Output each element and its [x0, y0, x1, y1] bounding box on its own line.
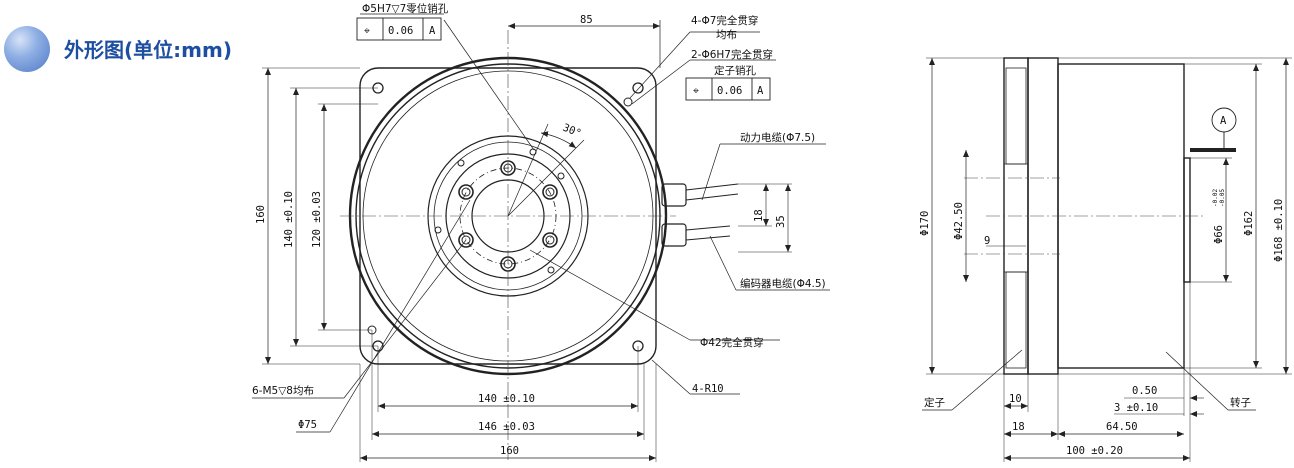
dim-9: 9	[984, 235, 990, 247]
dim-100: 100 ±0.20	[1066, 445, 1123, 457]
svg-text:146 ±0.03: 146 ±0.03	[478, 421, 535, 433]
dim-050: 0.50	[1132, 385, 1157, 397]
holes-4-callout-b: 均布	[716, 29, 737, 41]
svg-text:0.06: 0.06	[388, 25, 413, 37]
dim-18-side: 18	[1012, 421, 1025, 433]
svg-text:160: 160	[500, 445, 519, 457]
datum-a-label: A	[1220, 115, 1227, 127]
dim-phi162: Φ162	[1243, 211, 1255, 236]
dim-phi66: Φ66	[1213, 225, 1225, 244]
angle-label: 30°	[561, 122, 583, 140]
front-view: 30° Φ5H7▽7零位销孔 ⌖ 0.06 A 85 4-Φ7完全贯穿 均布	[252, 2, 830, 462]
dim-phi66-tol-top: -0.02	[1212, 189, 1219, 207]
pin-hole-callout: Φ5H7▽7零位销孔	[362, 2, 449, 15]
stator-pin-callout-b: 定子销孔	[714, 64, 756, 77]
svg-text:⌖: ⌖	[364, 25, 370, 37]
dim-85: 85	[580, 14, 593, 26]
svg-text:0.06: 0.06	[717, 85, 742, 97]
svg-text:A: A	[757, 85, 764, 97]
rotor-label: 转子	[1230, 396, 1251, 409]
tol-frame-right: ⌖ 0.06 A	[685, 77, 771, 101]
dim-phi168: Φ168 ±0.10	[1273, 199, 1285, 262]
power-cable-callout: 动力电缆(Φ7.5)	[740, 131, 815, 144]
holes-4-callout: 4-Φ7完全贯穿	[691, 14, 758, 27]
section-header: 外形图(单位:mm)	[0, 20, 300, 76]
svg-text:⌖: ⌖	[693, 85, 699, 97]
front-horizontal-dims: 140 ±0.10 146 ±0.03 160	[359, 330, 657, 462]
dim-3: 3 ±0.10	[1114, 402, 1158, 414]
tol-frame-top: ⌖ 0.06 A	[356, 17, 442, 41]
radius-callout: 4-R10	[692, 383, 724, 395]
svg-text:160: 160	[255, 205, 267, 224]
dim-10: 10	[1009, 393, 1022, 405]
stator-label: 定子	[924, 396, 945, 409]
svg-text:140 ±0.10: 140 ±0.10	[283, 191, 295, 248]
bullet-circle-icon	[4, 26, 50, 72]
dim-phi66-tol-bot: -0.05	[1219, 189, 1226, 207]
dim-35-front: 35	[775, 215, 787, 228]
bore-callout: Φ42完全贯穿	[700, 336, 764, 349]
side-view: A Φ170 Φ42.50 9 Φ66 -0.02 -0.05 Φ162 Φ16…	[919, 57, 1292, 462]
front-vertical-dims: 160 140 ±0.10 120 ±0.03	[255, 67, 378, 365]
m5-callout: 6-M5▽8均布	[252, 385, 314, 397]
dim-18-front: 18	[753, 209, 765, 222]
dim-phi170: Φ170	[919, 211, 931, 236]
encoder-cable-callout: 编码器电缆(Φ4.5)	[740, 277, 826, 290]
page-title: 外形图(单位:mm)	[64, 38, 232, 62]
dim-6450: 64.50	[1106, 421, 1138, 433]
dim-phi42: Φ42.50	[953, 202, 965, 240]
svg-text:A: A	[429, 25, 436, 37]
cables	[661, 183, 739, 247]
svg-text:140 ±0.10: 140 ±0.10	[478, 393, 535, 405]
svg-text:120 ±0.03: 120 ±0.03	[311, 191, 323, 248]
corner-holes	[367, 82, 644, 352]
stator-pin-callout: 2-Φ6H7完全贯穿	[691, 48, 773, 61]
phi75-callout: Φ75	[298, 419, 317, 431]
